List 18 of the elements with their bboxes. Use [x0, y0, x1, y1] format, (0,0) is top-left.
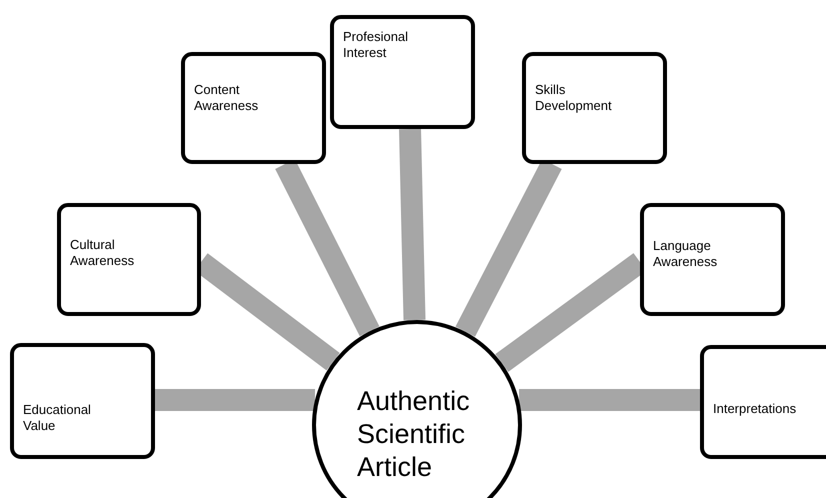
topic-box [700, 345, 826, 459]
topic-label: Interpretations [713, 401, 798, 417]
center-title: Authentic Scientific Article [357, 384, 471, 484]
topic-label: Content Awareness [194, 82, 260, 114]
topic-label: Cultural Awareness [70, 237, 136, 269]
topic-box [181, 52, 326, 164]
connector-bar [518, 389, 700, 411]
topic-box [522, 52, 667, 164]
connector-bar [399, 128, 426, 320]
topic-box [640, 203, 785, 316]
topic-box [10, 343, 155, 459]
topic-box [57, 203, 201, 316]
topic-box [330, 15, 475, 129]
topic-label: Language Awareness [653, 238, 718, 270]
connector-bar [155, 389, 316, 411]
topic-label: Skills Development [535, 82, 613, 114]
topic-label: Educational Value [23, 402, 92, 434]
topic-label: Profesional Interest [343, 29, 410, 61]
